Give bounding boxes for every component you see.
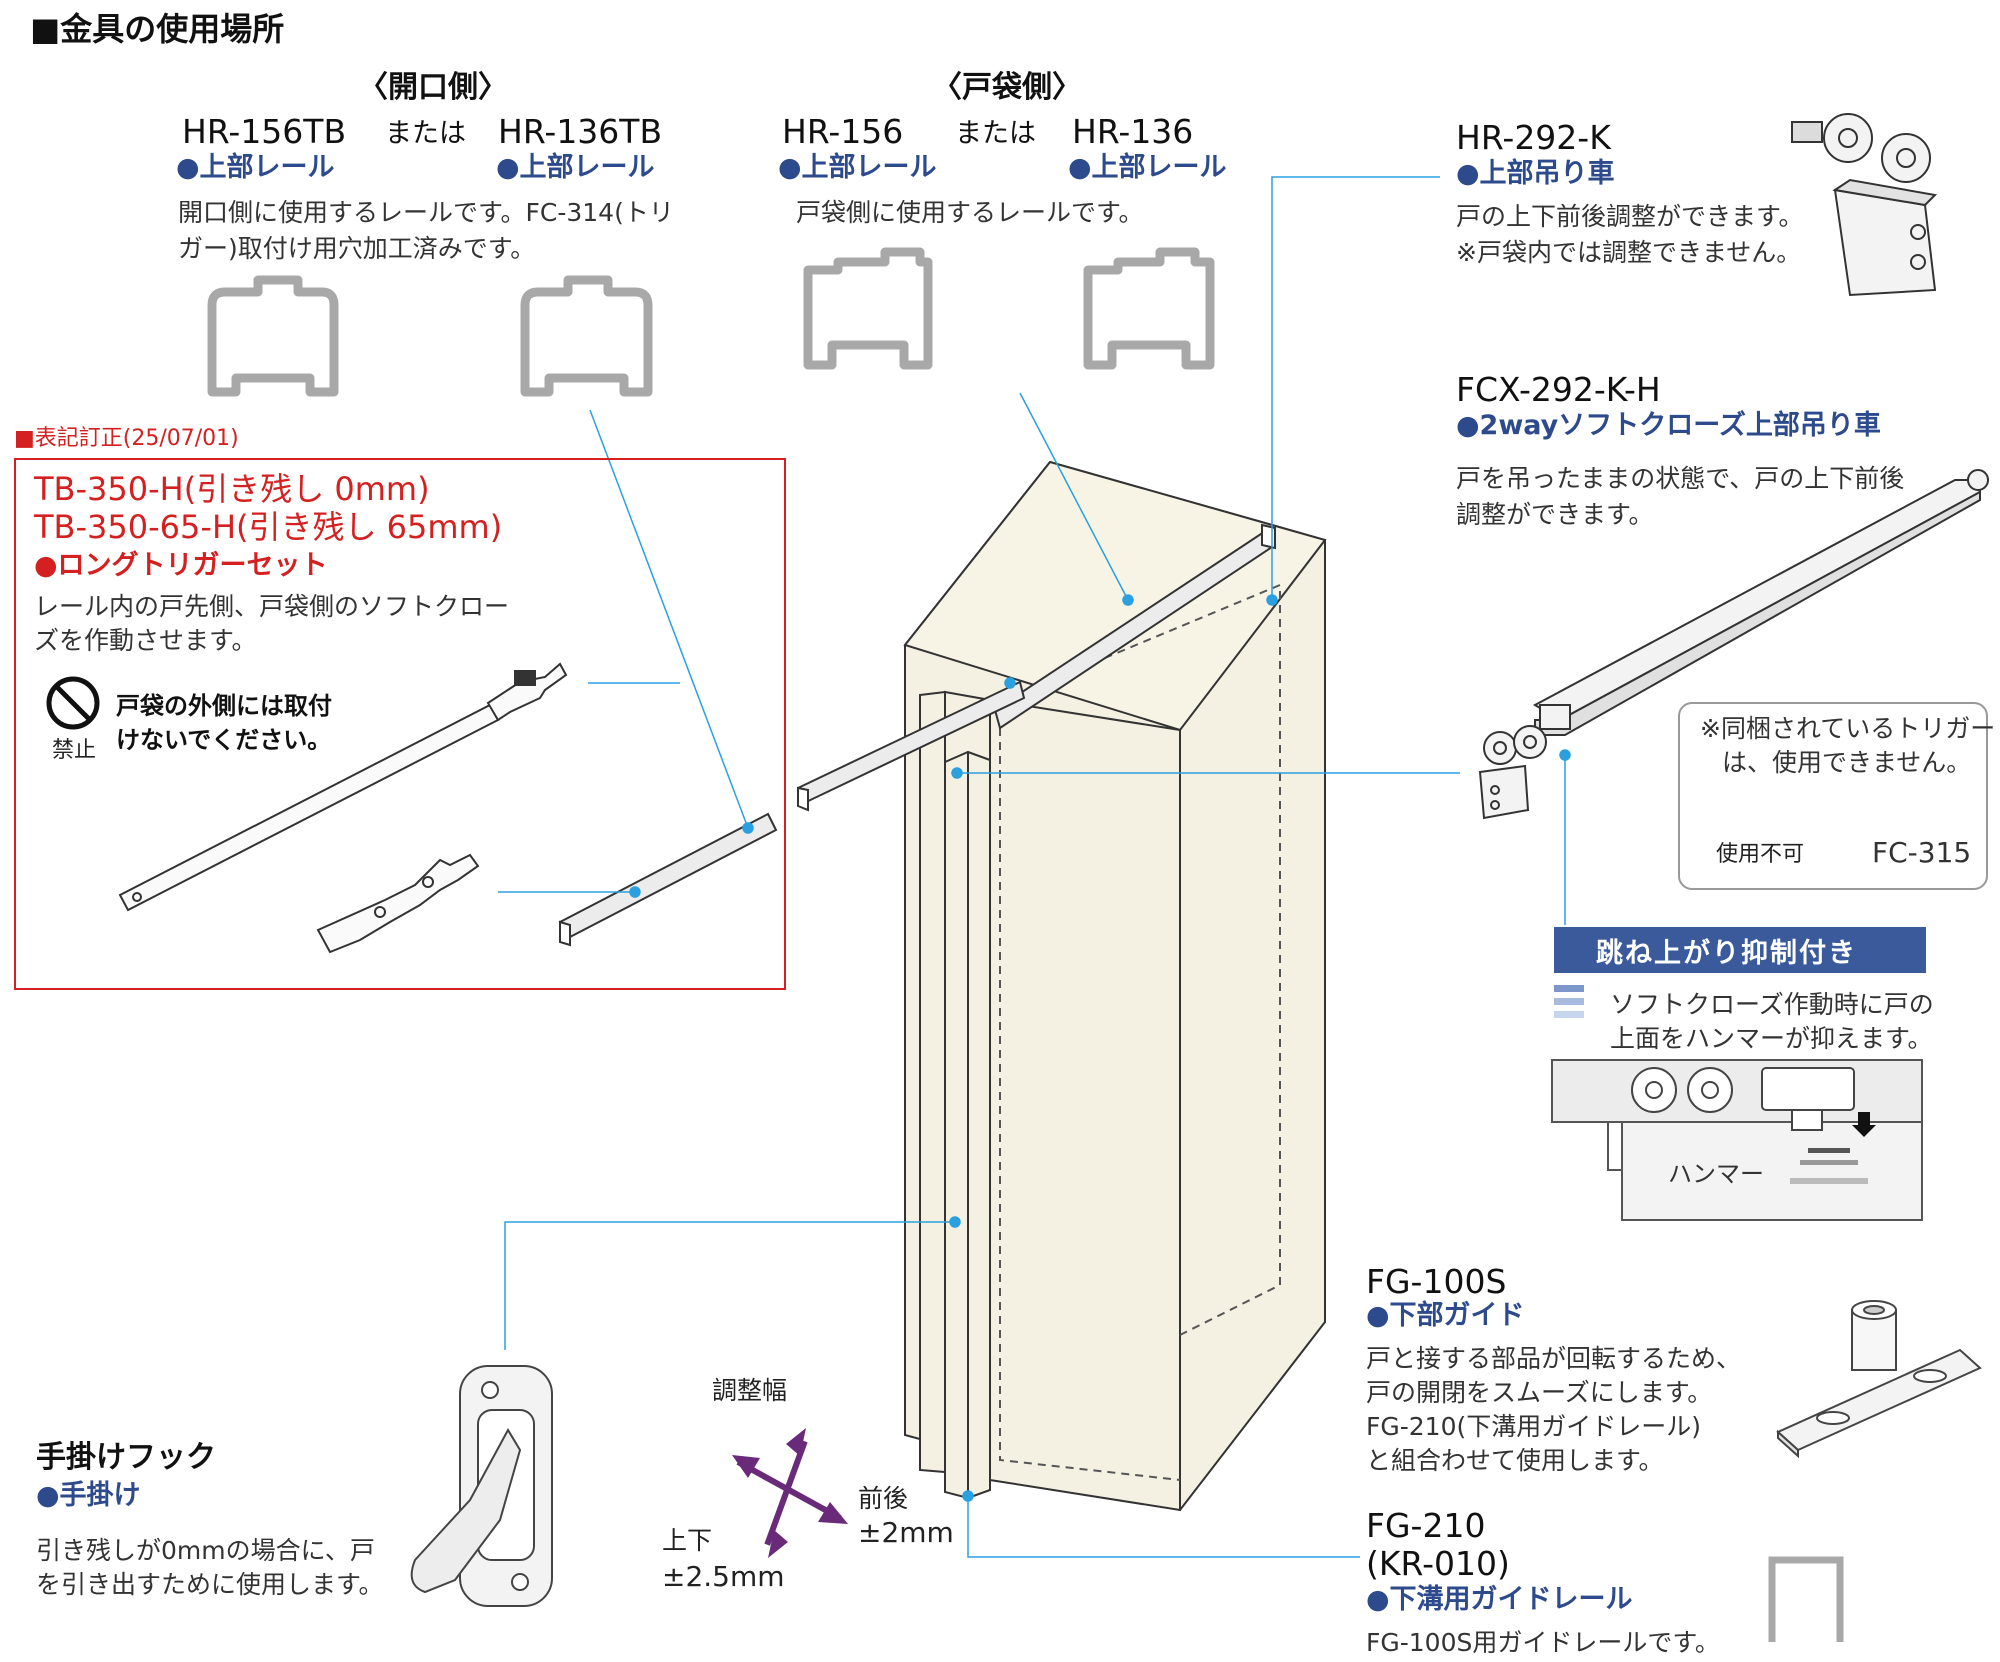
- adjust-front-back: 前後: [858, 1484, 909, 1513]
- category-upper-rail-4: ●上部レール: [1068, 152, 1227, 183]
- unusable-label: 使用不可: [1716, 842, 1805, 867]
- rail-profile-hr136tb: [520, 275, 653, 397]
- door-assembly: [558, 460, 1327, 1512]
- tb-model-1-note: (引き残し 0mm): [183, 470, 430, 508]
- hammer-label: ハンマー: [1668, 1160, 1764, 1189]
- tb-model-1-code: TB-350-H: [34, 470, 184, 508]
- rail-profile-hr136: [1083, 247, 1215, 370]
- trigger-note-box: [1678, 702, 1988, 890]
- opening-desc-2: ガー)取付け用穴加工済みです。: [178, 234, 536, 263]
- group-pocket-side: 〈戸袋側〉: [932, 70, 1082, 105]
- tb-warn-1: 戸袋の外側には取付: [116, 692, 332, 720]
- fcx-desc-1: 戸を吊ったままの状態で、戸の上下前後: [1456, 464, 1905, 493]
- group-opening-side: 〈開口側〉: [358, 70, 508, 105]
- category-upper-rail-3: ●上部レール: [778, 152, 937, 183]
- fcx-softclose-hanger: [1478, 469, 1989, 820]
- hammer-banner: 跳ね上がり抑制付き: [1554, 927, 1926, 973]
- tb-model-2-code: TB-350-65-H: [34, 508, 236, 546]
- leader-lines: [498, 176, 1571, 1558]
- category-hook: ●手掛け: [36, 1480, 141, 1511]
- pocket-desc: 戸袋側に使用するレールです。: [796, 198, 1144, 227]
- prohibit-label: 禁止: [52, 738, 97, 763]
- model-fg100s: FG-100S: [1366, 1262, 1507, 1301]
- model-fg210: FG-210: [1366, 1506, 1486, 1545]
- tb-model-2-note: (引き残し 65mm): [236, 508, 503, 546]
- rail-profile-hr156tb: [207, 275, 339, 397]
- correction-note: ■表記訂正(25/07/01): [14, 426, 239, 451]
- or-label-1: または: [385, 118, 466, 149]
- tb-warn-2: けないでください。: [116, 726, 332, 754]
- hr292k-desc-1: 戸の上下前後調整ができます。: [1456, 202, 1804, 231]
- tb-model-1: TB-350-H(引き残し 0mm): [34, 470, 430, 508]
- hr292k-hanger-wheel: [1791, 113, 1938, 297]
- or-label-2: または: [955, 118, 1036, 149]
- section-title: ■金具の使用場所: [30, 10, 285, 48]
- model-hr156: HR-156: [782, 112, 904, 151]
- fg100s-desc-2: 戸の開閉をスムーズにします。: [1366, 1378, 1713, 1407]
- prohibit-icon: [46, 676, 100, 730]
- model-hr156tb: HR-156TB: [182, 112, 347, 151]
- hook-desc-2: を引き出すために使用します。: [36, 1570, 384, 1599]
- tb-desc-2: ズを作動させます。: [34, 626, 257, 655]
- hammer-desc-1: ソフトクローズ作動時に戸の: [1610, 990, 1934, 1019]
- adjust-up-down: 上下: [662, 1526, 713, 1555]
- adjustment-arrows: [732, 1428, 848, 1558]
- hammer-desc-2: 上面をハンマーが抑えます。: [1610, 1024, 1933, 1053]
- opening-desc-1: 開口側に使用するレールです。FC-314(トリ: [178, 198, 674, 227]
- trigger-note-2: は、使用できません。: [1722, 748, 1972, 777]
- rail-profile-hr156: [803, 247, 933, 370]
- model-fcx292kh: FCX-292-K-H: [1456, 370, 1661, 409]
- fcx-desc-2: 調整ができます。: [1456, 500, 1654, 529]
- hand-hook: [410, 1365, 553, 1607]
- fg210-desc: FG-100S用ガイドレールです。: [1366, 1628, 1720, 1657]
- fc315-label: FC-315: [1872, 836, 1972, 869]
- model-hr136: HR-136: [1072, 112, 1194, 151]
- category-upper-rail-1: ●上部レール: [176, 152, 335, 183]
- fg210-sub: (KR-010): [1366, 1544, 1510, 1583]
- adjust-up-down-value: ±2.5mm: [662, 1560, 785, 1593]
- hook-desc-1: 引き残しが0mmの場合に、戸: [36, 1536, 375, 1565]
- adjust-title: 調整幅: [712, 1376, 788, 1405]
- category-tb: ●ロングトリガーセット: [34, 550, 328, 581]
- category-upper-rail-2: ●上部レール: [496, 152, 655, 183]
- hr292k-desc-2: ※戸袋内では調整できません。: [1456, 238, 1802, 267]
- fg100s-guide: [1776, 1300, 1982, 1459]
- category-fg100s: ●下部ガイド: [1366, 1300, 1525, 1331]
- correction-box: [14, 458, 786, 990]
- adjust-front-back-value: ±2mm: [858, 1516, 954, 1549]
- trigger-note-1: ※同梱されているトリガー: [1700, 714, 1996, 743]
- trigger-part: [316, 853, 480, 954]
- model-hr136tb: HR-136TB: [498, 112, 663, 151]
- tb-model-2: TB-350-65-H(引き残し 65mm): [34, 508, 502, 546]
- fg100s-desc-4: と組合わせて使用します。: [1366, 1446, 1664, 1475]
- fg100s-desc-3: FG-210(下溝用ガイドレール): [1366, 1412, 1701, 1441]
- long-trigger-bar: [118, 662, 568, 912]
- category-fcx: ●2wayソフトクローズ上部吊り車: [1456, 410, 1881, 441]
- fg100s-desc-1: 戸と接する部品が回転するため、: [1366, 1344, 1742, 1373]
- hook-title: 手掛けフック: [36, 1440, 216, 1475]
- model-hr292k: HR-292-K: [1456, 118, 1611, 157]
- category-fg210: ●下溝用ガイドレール: [1366, 1584, 1633, 1615]
- tb-desc-1: レール内の戸先側、戸袋側のソフトクロー: [34, 592, 510, 621]
- fg210-profile: [1768, 1556, 1844, 1642]
- category-hr292k: ●上部吊り車: [1456, 158, 1615, 189]
- hammer-detail: [1551, 1059, 1923, 1221]
